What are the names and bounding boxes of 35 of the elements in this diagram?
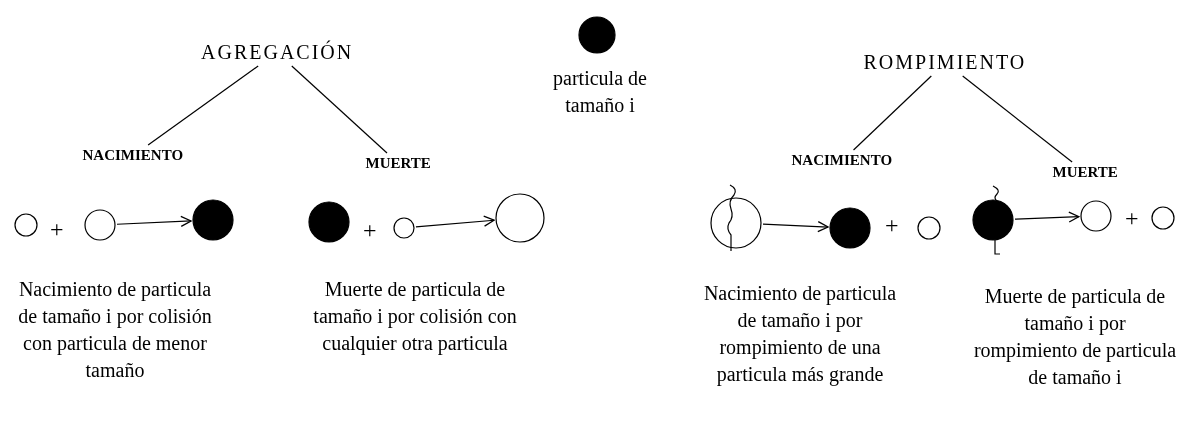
connector-line bbox=[962, 75, 1073, 163]
breaking-particle bbox=[970, 184, 1016, 257]
category-heading: NACIMIENTO bbox=[82, 146, 184, 164]
arrow bbox=[116, 215, 192, 228]
particle-circle bbox=[82, 207, 118, 243]
plus-sign: + bbox=[363, 218, 377, 242]
category-heading: NACIMIENTO bbox=[791, 151, 893, 169]
particle-circle bbox=[190, 197, 236, 243]
arrow bbox=[762, 220, 829, 233]
plus-sign: + bbox=[885, 213, 899, 237]
connector-line bbox=[852, 75, 932, 151]
particle-circle bbox=[391, 215, 417, 241]
category-heading: AGREGACIÓN bbox=[201, 40, 354, 64]
description-text: Nacimiento de particula de tamaño i por colisión con particula de menor tamaño bbox=[17, 277, 213, 383]
description-text: Muerte de particula de tamaño i por rompimiento de particula de tamaño i bbox=[972, 284, 1178, 390]
category-heading: MUERTE bbox=[1052, 163, 1118, 181]
particle-circle bbox=[1078, 198, 1114, 234]
particle-circle bbox=[915, 214, 943, 242]
particle-circle bbox=[493, 191, 547, 245]
connector-line bbox=[291, 65, 388, 154]
arrow bbox=[1014, 211, 1080, 223]
category-heading: ROMPIMIENTO bbox=[863, 50, 1027, 74]
plus-sign: + bbox=[50, 217, 64, 241]
description-text: Nacimiento de particula de tamaño i por rompimiento de una particula más grande bbox=[702, 281, 898, 388]
particle-circle bbox=[827, 205, 873, 251]
arrow bbox=[415, 215, 495, 228]
category-heading: MUERTE bbox=[365, 154, 431, 172]
connector-line bbox=[147, 65, 259, 146]
particle-circle bbox=[576, 14, 618, 56]
plus-sign: + bbox=[1125, 206, 1139, 230]
description-text: Muerte de particula de tamaño i por colisión con cualquier otra particula bbox=[312, 277, 518, 357]
particle-circle bbox=[12, 211, 40, 239]
particle-circle bbox=[306, 199, 352, 245]
node-label: particula de tamaño i bbox=[552, 66, 648, 118]
particle-circle bbox=[1149, 204, 1177, 232]
